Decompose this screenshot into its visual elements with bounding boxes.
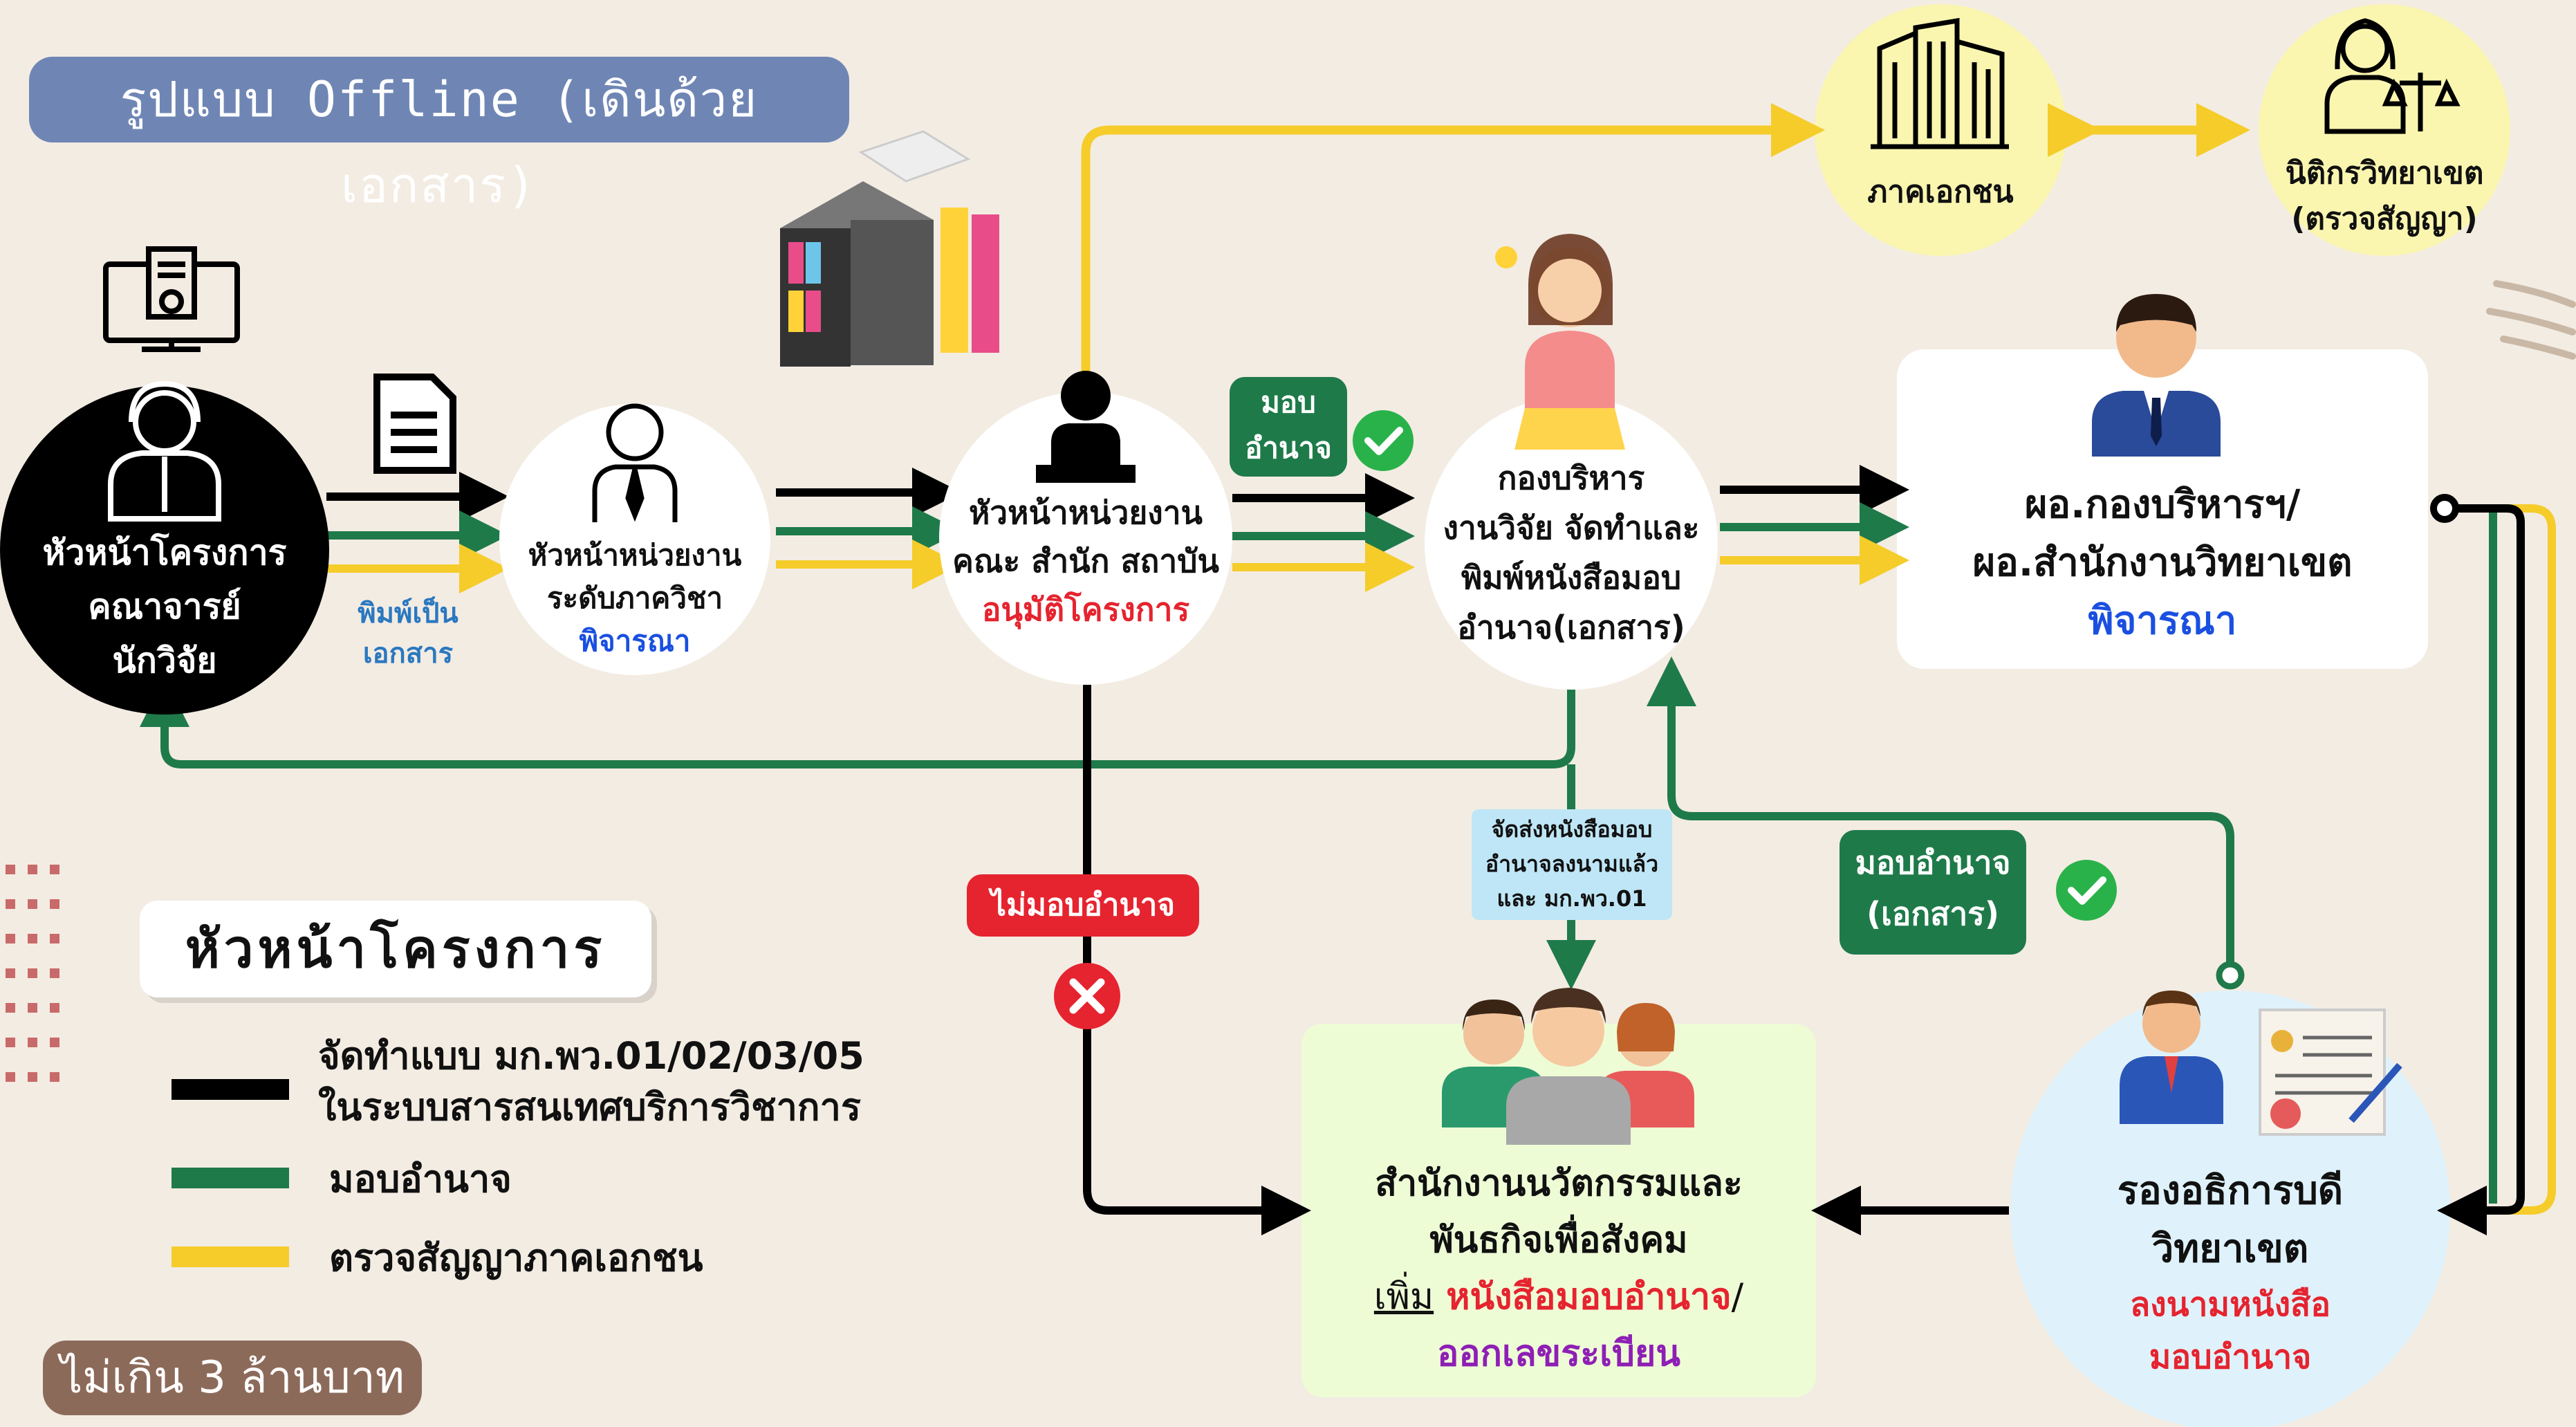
print-doc-line: เอกสาร — [362, 638, 454, 670]
dept-head-action: พิจารณา — [579, 624, 691, 658]
private-sector-label: ภาคเอกชน — [1867, 174, 2014, 210]
lawyer-line: นิติกรวิทยาเขต — [2285, 156, 2484, 191]
print-doc-line: พิมพ์เป็น — [358, 598, 458, 629]
faculty-head-label: หัวหน้าหน่วยงาน คณะ สำนัก สถาบัน อนุมัติ… — [940, 488, 1231, 634]
vice-president-line: รองอธิการบดี — [2117, 1168, 2344, 1213]
director-line: ผอ.สำนักงานวิทยาเขต — [1972, 540, 2353, 585]
delegate-doc-badge: มอบอำนาจ (เอกสาร) — [1840, 830, 2026, 955]
researcher-line: หัวหน้าโครงการ — [42, 533, 287, 573]
research-admin-line: อำนาจ(เอกสาร) — [1457, 609, 1685, 646]
legend-title: หัวหน้าโครงการ — [140, 901, 651, 997]
manager-icon — [592, 403, 678, 522]
research-admin-line: พิมพ์หนังสือมอบ — [1461, 559, 1682, 596]
people-group-icon — [1442, 988, 1694, 1145]
director-line: ผอ.กองบริหารฯ/ — [2024, 482, 2301, 527]
document-icon — [373, 374, 456, 474]
legend-item-line: ในระบบสารสนเทศบริการวิชาการ — [318, 1085, 861, 1129]
lawyer-label: นิติกรวิทยาเขต (ตรวจสัญญา) — [2261, 151, 2508, 242]
page-title: รูปแบบ Offline (เดินด้วยเอกสาร) — [29, 57, 849, 214]
director-label: ผอ.กองบริหารฯ/ ผอ.สำนักงานวิทยาเขต พิจาร… — [1909, 476, 2416, 650]
delegate-doc-line: (เอกสาร) — [1866, 895, 1999, 932]
vice-president-action: ลงนามหนังสือ — [2129, 1285, 2331, 1324]
no-delegate-badge: ไม่มอบอำนาจ — [967, 874, 1199, 937]
dept-head-circle — [499, 404, 770, 675]
faculty-head-line: คณะ สำนัก สถาบัน — [952, 542, 1219, 580]
vice-president-action: มอบอำนาจ — [2149, 1338, 2312, 1377]
researcher-line: คณาจารย์ — [88, 587, 241, 627]
innovation-doc: หนังสือมอบอำนาจ — [1446, 1276, 1732, 1318]
decor-strokes — [2486, 280, 2576, 360]
innovation-slash: / — [1731, 1276, 1744, 1318]
send-signed-line: อำนาจลงนามแล้ว — [1485, 851, 1659, 877]
lawyer-line: (ตรวจสัญญา) — [2291, 201, 2478, 237]
research-admin-circle — [1425, 396, 1718, 690]
innovation-register: ออกเลขระเบียน — [1437, 1333, 1680, 1374]
private-sector-circle — [1815, 4, 2066, 256]
delegate-badge-line: อำนาจ — [1245, 431, 1332, 465]
monitor-document-icon — [103, 246, 240, 352]
researcher-label: หัวหน้าโครงการ คณาจารย์ นักวิจัย — [14, 526, 315, 688]
research-admin-line: งานวิจัย จัดทำและ — [1443, 509, 1700, 546]
director-action: พิจารณา — [2088, 598, 2237, 643]
check-icon — [1353, 410, 1414, 471]
innovation-add: เพิ่ม — [1373, 1276, 1434, 1318]
director-card — [1897, 349, 2428, 669]
dept-head-line: ระดับภาควิชา — [546, 581, 723, 615]
innovation-label: สำนักงานนวัตกรรมและ พันธกิจเพื่อสังคม เพ… — [1307, 1155, 1810, 1382]
legend-item-yellow: ตรวจสัญญาภาคเอกชน — [329, 1236, 703, 1280]
send-signed-line: จัดส่งหนังสือมอบ — [1491, 816, 1653, 843]
research-admin-line: กองบริหาร — [1497, 459, 1645, 497]
director-suit-icon — [2092, 294, 2221, 457]
faculty-head-action: อนุมัติโครงการ — [981, 591, 1190, 628]
legend-item-black: จัดทำแบบ มก.พว.01/02/03/05 ในระบบสารสนเท… — [318, 1031, 871, 1133]
legend-item-green: มอบอำนาจ — [329, 1157, 512, 1201]
buildings-icon — [1871, 17, 2009, 149]
faculty-head-line: หัวหน้าหน่วยงาน — [968, 494, 1203, 531]
send-signed-label: จัดส่งหนังสือมอบ อำนาจลงนามแล้ว และ มก.พ… — [1472, 809, 1672, 920]
send-signed-line: และ มก.พว.01 — [1497, 885, 1647, 912]
official-certificate-icon — [2120, 991, 2402, 1136]
budget-note: ไม่เกิน 3 ล้านบาท — [43, 1341, 422, 1415]
faculty-head-circle — [939, 392, 1232, 685]
innovation-line: พันธกิจเพื่อสังคม — [1429, 1219, 1688, 1261]
delegate-badge-line: มอบ — [1261, 385, 1316, 419]
vice-president-label: รองอธิการบดี วิทยาเขต ลงนามหนังสือ มอบอำ… — [2047, 1162, 2413, 1383]
legend-item-line: จัดทำแบบ มก.พว.01/02/03/05 — [318, 1034, 864, 1078]
lawyer-scales-icon — [2324, 18, 2461, 134]
check-icon — [2056, 860, 2117, 921]
boss-desk-icon — [1036, 371, 1136, 483]
delegate-doc-line: มอบอำนาจ — [1855, 844, 2011, 881]
woman-idea-icon — [1495, 234, 1625, 450]
researcher-line: นักวิจัย — [112, 641, 217, 681]
innovation-line: สำนักงานนวัตกรรมและ — [1375, 1163, 1743, 1204]
dept-head-line: หัวหน้าหน่วยงาน — [528, 538, 742, 572]
print-doc-label: พิมพ์เป็น เอกสาร — [332, 593, 484, 674]
research-admin-label: กองบริหาร งานวิจัย จัดทำและ พิมพ์หนังสือ… — [1425, 453, 1718, 652]
innovation-doc-line: เพิ่ม หนังสือมอบอำนาจ/ — [1307, 1269, 1810, 1325]
cross-icon — [1054, 963, 1120, 1029]
dept-head-label: หัวหน้าหน่วยงาน ระดับภาควิชา พิจารณา — [505, 534, 765, 663]
researcher-headset-icon — [108, 380, 221, 522]
researcher-circle — [0, 385, 329, 715]
vice-president-line: วิทยาเขต — [2151, 1226, 2309, 1271]
file-binders-icon — [780, 130, 999, 367]
decor-dots — [6, 865, 59, 1082]
delegate-badge: มอบ อำนาจ — [1230, 377, 1347, 477]
